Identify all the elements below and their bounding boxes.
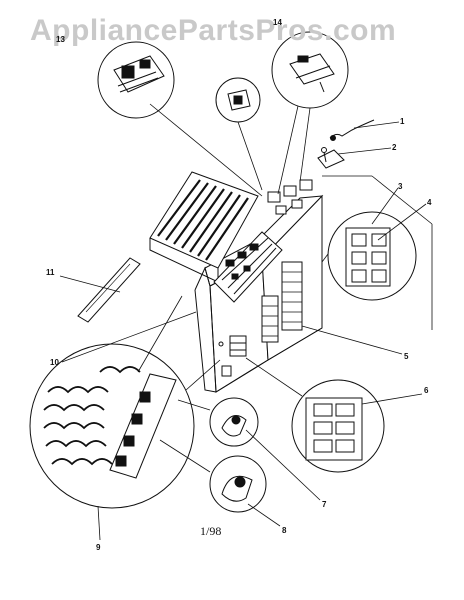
detail-element-closeup (29, 343, 195, 509)
watermark: AppliancePartsPros.com (30, 14, 397, 47)
callout-8: 8 (282, 526, 287, 535)
callout-4: 4 (427, 198, 432, 207)
leader-lines (59, 103, 433, 541)
callout-9: 9 (96, 543, 101, 552)
wire-connector (329, 119, 375, 141)
detail-fuse-block (327, 211, 417, 301)
callout-10: 10 (50, 358, 59, 367)
mounting-bracket (317, 147, 345, 169)
callout-1: 1 (400, 117, 405, 126)
detail-small-relay (215, 77, 261, 123)
callout-5: 5 (404, 352, 409, 361)
detail-thermal-fuse (209, 455, 267, 513)
heater-coils (157, 179, 249, 261)
callout-6: 6 (424, 386, 429, 395)
mounting-strip (77, 257, 141, 323)
callout-3: 3 (398, 182, 403, 191)
date-code: 1/98 (200, 524, 222, 538)
callout-14: 14 (273, 18, 282, 27)
callout-11: 11 (46, 268, 55, 277)
heater-element-bank (149, 171, 259, 283)
callout-7: 7 (322, 500, 327, 509)
terminal-block-strip (229, 261, 303, 357)
callout-2: 2 (392, 143, 397, 152)
detail-terminal-block (291, 379, 385, 473)
cabinet-top-relays (267, 179, 313, 215)
detail-limit-switch (209, 397, 259, 447)
detail-contactor (97, 41, 175, 119)
relay-panel (213, 231, 283, 303)
callout-13: 13 (56, 35, 65, 44)
